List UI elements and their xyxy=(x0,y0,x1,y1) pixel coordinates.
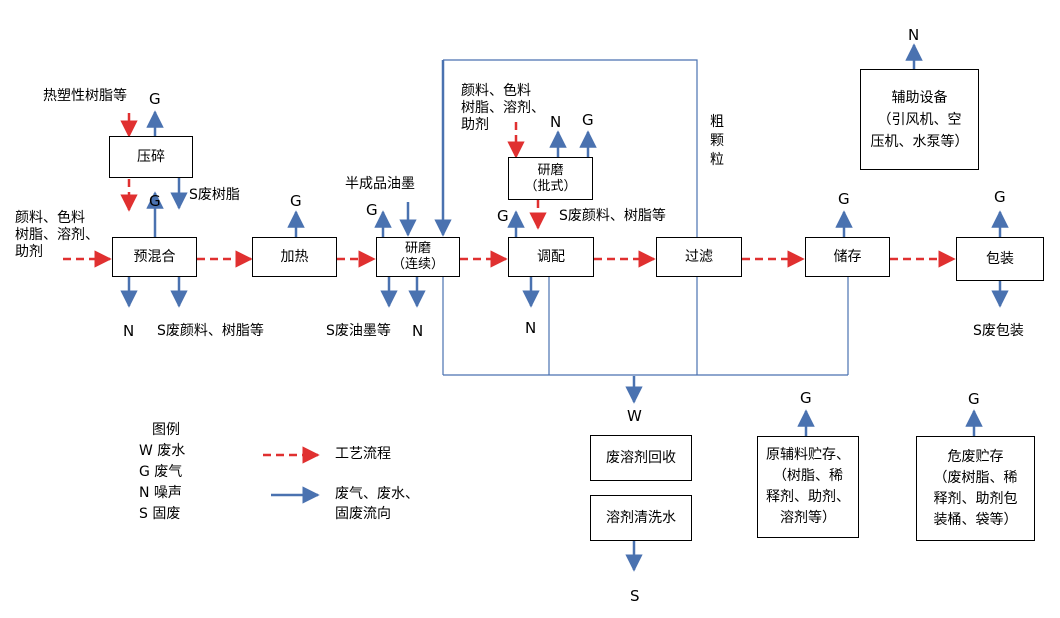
legend-item-solid: S 固废 xyxy=(139,506,181,522)
raw-material-storage-box: 原辅料贮存、 （树脂、稀 释剂、助剂、 溶剂等） xyxy=(757,436,859,538)
gas-label-raw-storage: G xyxy=(800,389,812,407)
grind-continuous-label: 研磨 （连续） xyxy=(391,241,444,272)
heat-box: 加热 xyxy=(252,237,337,277)
process-arrows xyxy=(63,113,956,268)
waste-pigment-label-1: S废颜料、树脂等 xyxy=(157,323,264,339)
raw-input-label-2: 颜料、色料 树脂、溶剂、 助剂 xyxy=(461,83,545,133)
legend-item-gas: G 废气 xyxy=(139,464,183,480)
solvent-recovery-label: 废溶剂回收 xyxy=(606,450,676,466)
hazardous-storage-label: 危废贮存 （废树脂、稀 释剂、助剂包 装桶、袋等） xyxy=(933,448,1018,528)
gas-label-grind-batch: G xyxy=(582,111,594,129)
premix-box: 预混合 xyxy=(112,237,197,277)
raw-material-storage-label: 原辅料贮存、 （树脂、稀 释剂、助剂、 溶剂等） xyxy=(766,447,850,526)
legend-process-label: 工艺流程 xyxy=(335,446,391,462)
filter-box: 过滤 xyxy=(656,237,742,277)
legend-waste-flow-label: 废气、废水、 固废流向 xyxy=(335,486,419,522)
thermoplastic-resin-label: 热塑性树脂等 xyxy=(43,88,127,104)
raw-input-label-1: 颜料、色料 树脂、溶剂、 助剂 xyxy=(15,210,99,260)
gas-label-hazardous-storage: G xyxy=(968,390,980,408)
waste-pigment-label-2: S废颜料、树脂等 xyxy=(559,208,666,224)
noise-label-blend: N xyxy=(525,319,537,337)
blend-label: 调配 xyxy=(537,249,565,265)
noise-label-aux: N xyxy=(908,26,920,44)
grind-continuous-box: 研磨 （连续） xyxy=(376,237,460,277)
coarse-particles-label: 粗 颗 粒 xyxy=(710,114,724,168)
waste-resin-label: S废树脂 xyxy=(189,187,240,203)
grind-batch-box: 研磨 （批式） xyxy=(508,157,593,200)
legend-title: 图例 xyxy=(152,422,180,438)
collector-lines xyxy=(442,59,849,376)
solvent-recovery-box: 废溶剂回收 xyxy=(590,435,692,481)
gas-label-heat: G xyxy=(290,192,302,210)
waste-ink-label: S废油墨等 xyxy=(326,323,391,339)
premix-label: 预混合 xyxy=(133,249,176,265)
noise-label-grind-continuous: N xyxy=(412,322,424,340)
filter-label: 过滤 xyxy=(685,249,713,265)
solvent-wash-box: 溶剂清洗水 xyxy=(590,495,692,541)
store-label: 储存 xyxy=(833,249,862,265)
hazardous-storage-box: 危废贮存 （废树脂、稀 释剂、助剂包 装桶、袋等） xyxy=(916,436,1035,541)
solid-waste-label-solvent: S xyxy=(630,587,640,605)
semi-finished-ink-label: 半成品油墨 xyxy=(345,176,415,192)
blend-box: 调配 xyxy=(508,237,594,277)
waste-flow-arrows xyxy=(120,43,1009,572)
wastewater-label: W xyxy=(627,407,642,425)
pack-box: 包装 xyxy=(956,237,1044,281)
aux-equipment-label: 辅助设备 （引风机、空 压机、水泵等） xyxy=(870,89,969,150)
crush-label: 压碎 xyxy=(137,149,165,165)
gas-label-crush: G xyxy=(149,90,161,108)
noise-label-grind-batch: N xyxy=(550,113,562,131)
gas-label-store: G xyxy=(838,190,850,208)
grind-batch-label: 研磨 （批式） xyxy=(524,162,577,194)
heat-label: 加热 xyxy=(280,249,309,265)
pack-label: 包装 xyxy=(986,251,1014,267)
gas-label-grind-continuous: G xyxy=(366,201,378,219)
gas-label-premix: G xyxy=(149,192,161,210)
legend-item-noise: N 噪声 xyxy=(139,485,182,501)
noise-label-premix: N xyxy=(123,322,135,340)
gas-label-blend: G xyxy=(497,207,509,225)
store-box: 储存 xyxy=(805,237,890,277)
gas-label-pack: G xyxy=(994,188,1006,206)
crush-box: 压碎 xyxy=(109,136,193,178)
legend-item-wastewater: W 废水 xyxy=(139,443,186,459)
solvent-wash-label: 溶剂清洗水 xyxy=(606,510,676,526)
waste-packaging-label: S废包装 xyxy=(973,323,1024,339)
aux-equipment-box: 辅助设备 （引风机、空 压机、水泵等） xyxy=(860,69,979,170)
